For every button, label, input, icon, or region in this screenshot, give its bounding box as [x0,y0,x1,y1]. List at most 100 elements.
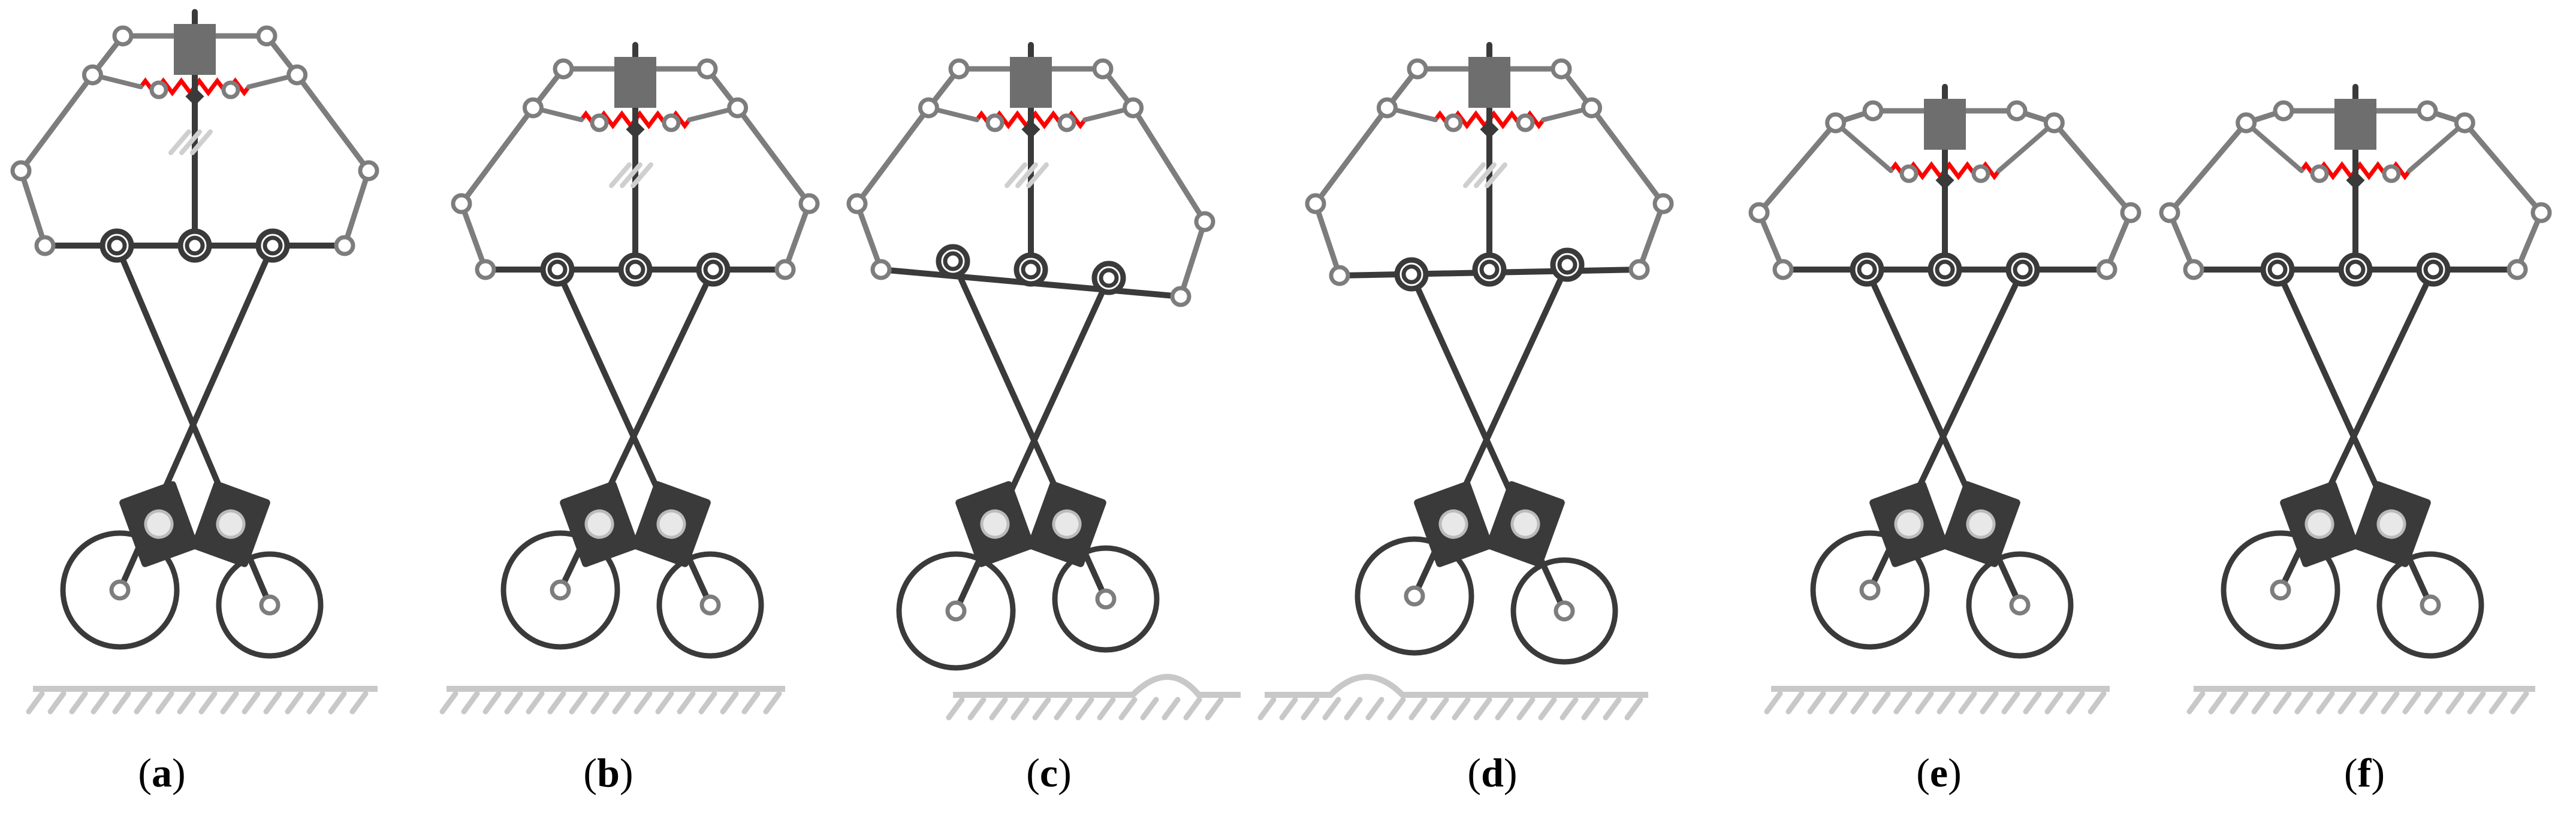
outer-link-left [1755,108,1874,271]
slider-left [1869,481,1948,567]
slider-left-pin [1438,509,1468,539]
ground-hatch [1054,697,1073,721]
hub-right [2009,594,2031,616]
ground-hatch [2359,691,2378,715]
spring-joint-left [149,80,168,99]
ground-hatch [612,691,631,715]
slider-right-pin [1510,509,1540,539]
linkage-joint [2454,112,2475,134]
ground-hatch [2467,691,2486,715]
hub-left [109,579,131,601]
ground-hatch [967,697,987,721]
pivot-right [2423,259,2444,280]
panel-f [2159,84,2552,715]
linkage-joint [34,235,56,256]
linkage-joint [1772,259,1794,280]
ground-hatch [2001,691,2020,715]
linkage-joint [286,64,308,86]
center-joint [185,87,204,106]
ground-hatch [2044,691,2064,715]
linkage-joint [1407,58,1428,80]
ground-line [1265,674,1648,698]
body-mass [1468,57,1510,108]
ground-hatch [763,691,782,715]
pivot-left [2267,259,2288,280]
ground-hatch [1603,697,1622,721]
spring-joint-left [1899,164,1919,183]
slider-right [191,481,270,567]
ground-hatch [285,691,304,715]
ground-hatch [349,691,369,715]
ground-hatch [590,691,610,715]
ground-hatch [1915,691,1934,715]
linkage-joint [1652,193,1674,214]
pivot-right [2013,259,2033,280]
linkage-joint [2506,259,2528,280]
ground-hatch [2337,691,2357,715]
pivot-center [2345,259,2366,280]
ground-hatch [1387,697,1406,721]
ground-hatch [741,691,761,715]
linkage-joint [358,160,379,181]
body-mass [614,57,656,108]
pivot-right [263,235,283,256]
inner-link-right [1996,120,2057,173]
ground-hatch [198,691,218,715]
linkage-joint [1170,286,1192,307]
center-joint [1480,120,1499,139]
ground-hatch [634,691,653,715]
panel-label-a: (a) [138,750,186,795]
slider-left-pin [980,509,1010,539]
linkage-joint [10,160,32,181]
slider-right [632,481,711,567]
ground-hatch [2510,691,2529,715]
spring-joint-right [1971,164,1990,183]
ground-hatch [2023,691,2042,715]
wheel-left [1810,530,1930,650]
ground-hatch [2251,691,2270,715]
ghost-mark [168,129,191,155]
ground-hatch [698,691,717,715]
linkage-joint [334,235,355,256]
ground-hatch [1936,691,1956,715]
ground-hatch [134,691,153,715]
wheel-right [1052,545,1160,653]
linkage-joint [727,97,749,119]
ground-hatch [69,691,88,715]
ground-hatch [504,691,523,715]
outer-link-right [1100,67,1208,298]
outer-link-left [2166,108,2285,271]
pivot-right [1099,268,1119,288]
hub-left [1859,579,1881,601]
outer-link-left [458,67,566,271]
slider-left [2280,481,2359,567]
spring-joint-right [1516,113,1535,132]
slider-left-pin [144,509,174,539]
pivot-center [1021,259,1041,280]
pivot-right [1557,255,1577,275]
ground-hatch [547,691,566,715]
linkage-joint [1862,100,1884,122]
linkage-joint [2417,100,2438,122]
hub-left [2270,579,2291,601]
slider-left [1414,481,1493,567]
ground-hatch [1344,697,1363,721]
pivot-center [1479,259,1500,280]
spring-joint-right [2382,164,2401,183]
pivot-left [547,259,568,280]
slider-right [1941,481,2020,567]
slider-right [1027,481,1106,567]
slider-left-pin [584,509,614,539]
ground-hatch [1872,691,1891,715]
ground-hatch [1980,691,1999,715]
ground-hatch [155,691,174,715]
ground-hatch [2186,691,2206,715]
center-joint [2346,171,2365,190]
spring-joint-right [221,80,240,99]
panel-label-d: (d) [1467,750,1518,795]
linkage-joint [846,193,868,214]
ground-hatch [2445,691,2465,715]
slider-right-pin [656,509,686,539]
